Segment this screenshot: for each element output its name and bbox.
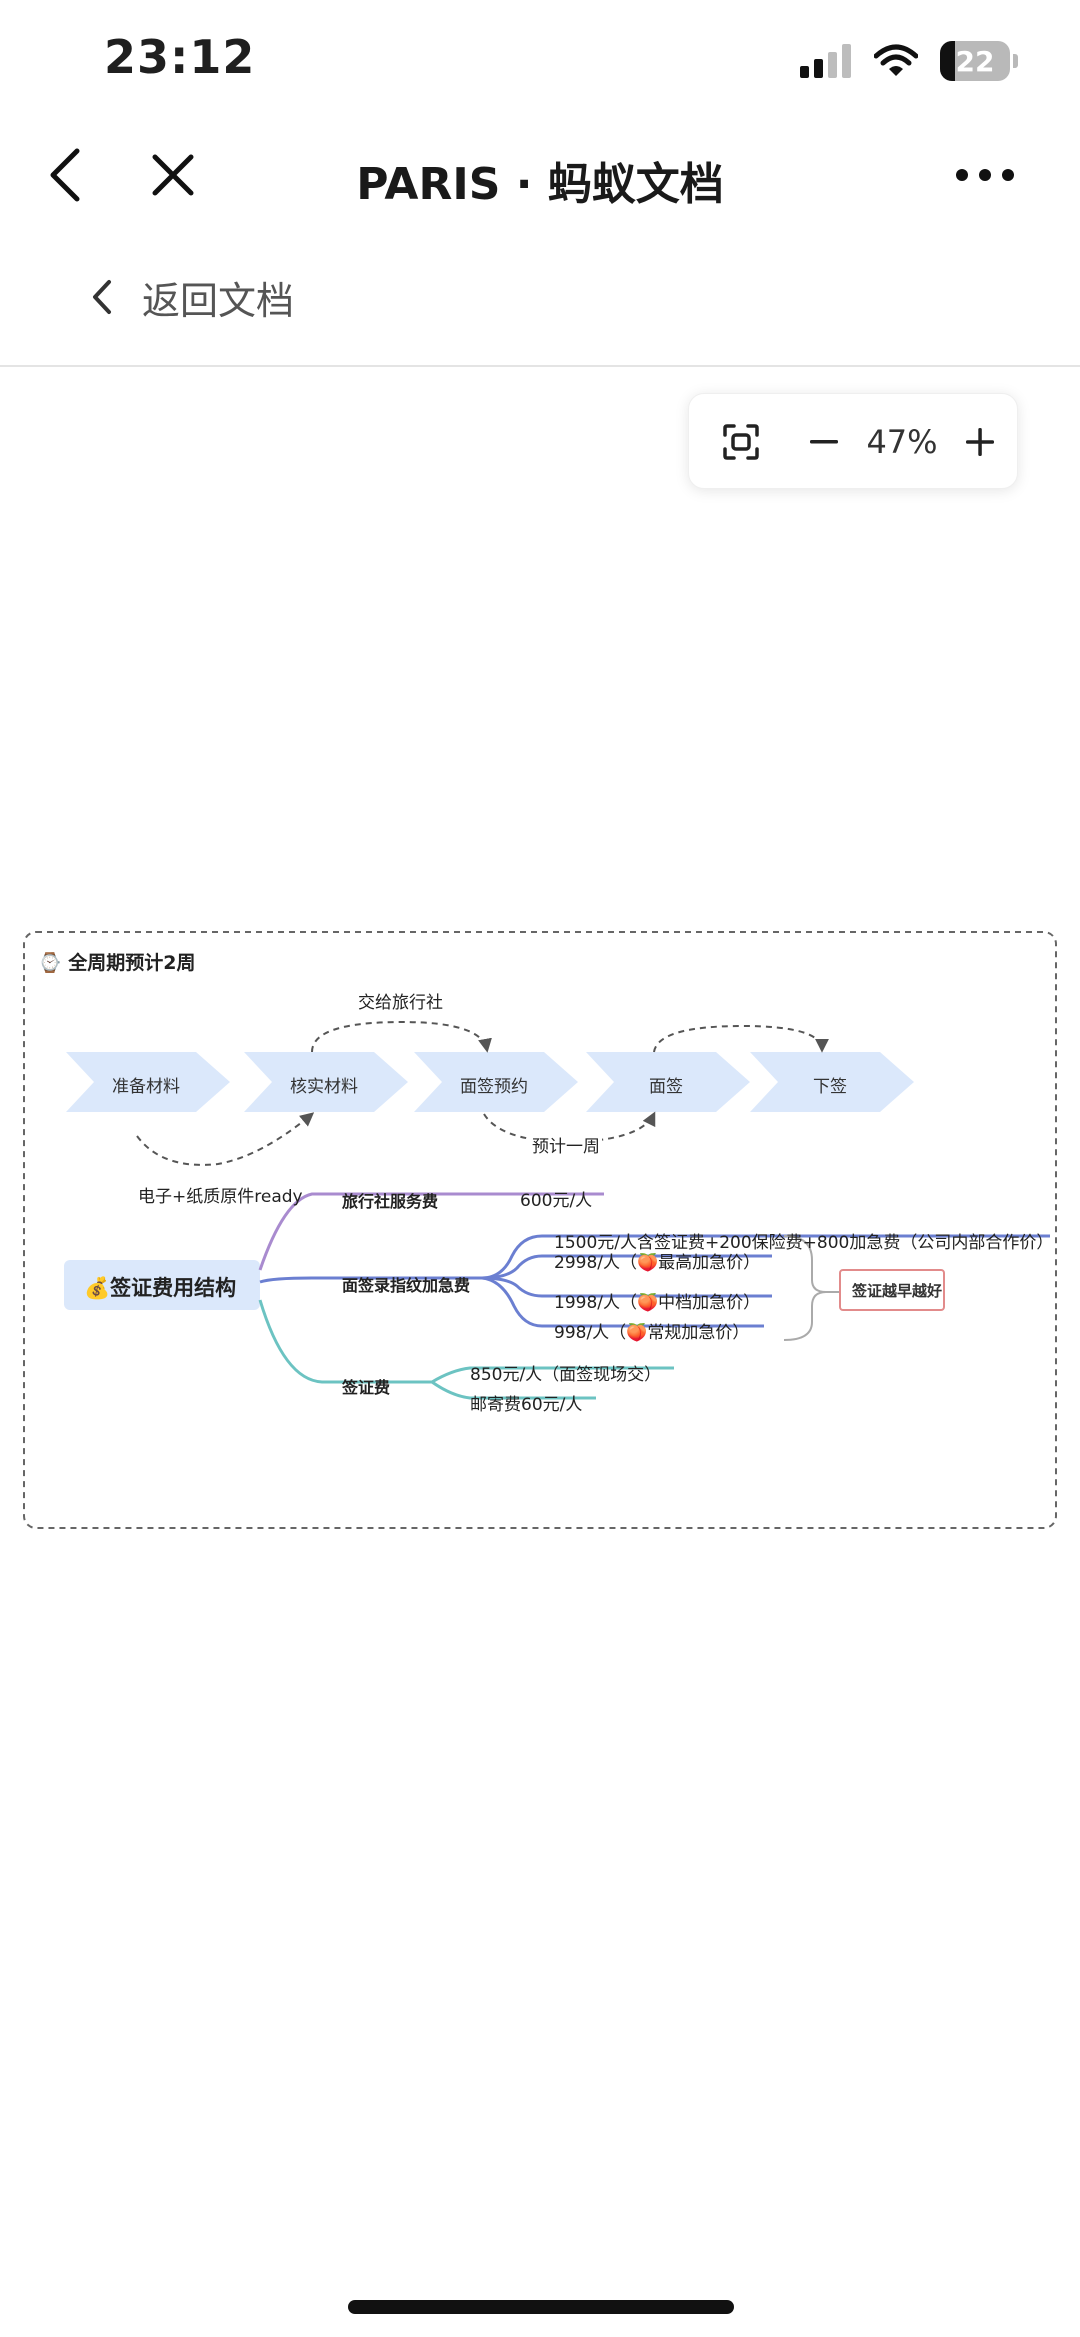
branch-child: 600元/人 [520, 1191, 593, 1211]
chevron-left-icon [50, 148, 80, 202]
money-bag-icon: 💰 [84, 1276, 111, 1300]
branch-child: 1500元/人含签证费+200保险费+800加急费（公司内部合作价） [554, 1233, 1054, 1253]
annotation-one-week: 预计一周 [530, 1132, 602, 1157]
process-step-shape [244, 1052, 408, 1112]
fit-screen-button[interactable] [703, 394, 779, 490]
close-icon [152, 154, 194, 196]
note-box [839, 1269, 945, 1311]
connector-materials-ready [136, 1112, 315, 1166]
branch-line-visa-fee-child-2 [431, 1380, 596, 1400]
step-label: 核实材料 [290, 1077, 358, 1097]
status-icons: 22 [800, 40, 1018, 82]
zoom-in-button[interactable] [945, 394, 1015, 490]
wifi-icon [874, 44, 918, 76]
more-horizontal-icon [956, 169, 1014, 181]
note-text: 签证越早越好 [852, 1282, 943, 1300]
process-step-shape [66, 1052, 230, 1112]
process-step-shape [414, 1052, 578, 1112]
mindmap-root-shape [64, 1260, 260, 1310]
battery-text: 22 [955, 45, 995, 78]
cellular-signal-icon [800, 44, 851, 78]
battery-tip [1013, 54, 1018, 68]
cycle-title-row: ⌚ 全周期预计2周 [38, 948, 196, 975]
battery-indicator: 22 [940, 41, 1018, 81]
zoom-level: 47% [866, 423, 938, 461]
connector-handover [311, 1020, 492, 1053]
more-button[interactable] [950, 140, 1020, 210]
back-to-document-label: 返回文档 [142, 278, 295, 323]
fit-screen-icon [723, 424, 759, 460]
branch-line-urgent-child-4 [481, 1276, 764, 1328]
annotation-materials-ready: 电子+纸质原件ready [138, 1187, 303, 1207]
nav-bar: PARIS · 蚂蚁文档 [0, 120, 1080, 230]
minus-icon [810, 440, 838, 444]
step-label: 下签 [813, 1077, 847, 1097]
branch-line-visa-fee-child-1 [431, 1366, 674, 1384]
branch-child: 2998/人（🍑最高加急价） [554, 1253, 761, 1273]
zoom-toolbar: 47% [688, 393, 1018, 489]
branch-label: 签证费 [342, 1378, 391, 1397]
step-label: 面签 [649, 1077, 683, 1097]
annotation-handover: 交给旅行社 [358, 993, 443, 1013]
branch-child: 850元/人（面签现场交） [470, 1365, 662, 1385]
watch-icon: ⌚ [38, 952, 62, 974]
process-step-shape [586, 1052, 750, 1112]
back-button[interactable] [30, 140, 100, 210]
branch-line-urgent-child-1 [481, 1234, 1050, 1280]
back-to-document-link[interactable]: 返回文档 [90, 262, 294, 332]
branch-line-agency [258, 1192, 402, 1271]
chevron-left-icon [93, 280, 111, 314]
home-indicator[interactable] [348, 2300, 734, 2314]
process-step-shape [750, 1052, 914, 1112]
branch-line-urgent-child-3 [481, 1276, 772, 1298]
branch-label: 面签录指纹加急费 [342, 1276, 471, 1295]
whiteboard-graphics [23, 931, 1057, 1529]
header-divider [0, 365, 1080, 367]
branch-child: 1998/人（🍑中档加急价） [554, 1293, 761, 1313]
branch-line-urgent [259, 1276, 482, 1284]
mindmap-root-label: 签证费用结构 [110, 1276, 237, 1300]
mindmap-root[interactable]: 💰签证费用结构 [84, 1272, 236, 1302]
whiteboard-canvas[interactable]: ⌚ 全周期预计2周 准备材料 核实材料 面签预约 面签 下签 交给旅行社 电子+… [22, 930, 1058, 1530]
branch-label: 旅行社服务费 [342, 1192, 439, 1211]
step-label: 准备材料 [112, 1077, 180, 1097]
status-bar: 23:12 22 [0, 0, 1080, 120]
close-button[interactable] [138, 140, 208, 210]
connector-visa-issued [653, 1024, 829, 1053]
peach-icon: 🍑 [637, 1253, 659, 1273]
cycle-title: 全周期预计2周 [68, 952, 196, 974]
frame-border [23, 931, 1057, 1529]
peach-icon: 🍑 [637, 1293, 659, 1313]
connector-one-week [483, 1111, 656, 1144]
zoom-out-button[interactable] [789, 394, 859, 490]
step-label: 面签预约 [460, 1077, 528, 1097]
peach-icon: 🍑 [626, 1323, 648, 1343]
status-time: 23:12 [104, 30, 256, 84]
branch-line-visa-fee [258, 1299, 432, 1384]
branch-child: 998/人（🍑常规加急价） [554, 1323, 750, 1343]
battery-fill [940, 41, 956, 81]
page-title: PARIS · 蚂蚁文档 [356, 159, 724, 210]
branch-line-urgent-child-2 [481, 1254, 772, 1280]
plus-icon [966, 428, 994, 456]
branch-child: 邮寄费60元/人 [470, 1395, 583, 1415]
